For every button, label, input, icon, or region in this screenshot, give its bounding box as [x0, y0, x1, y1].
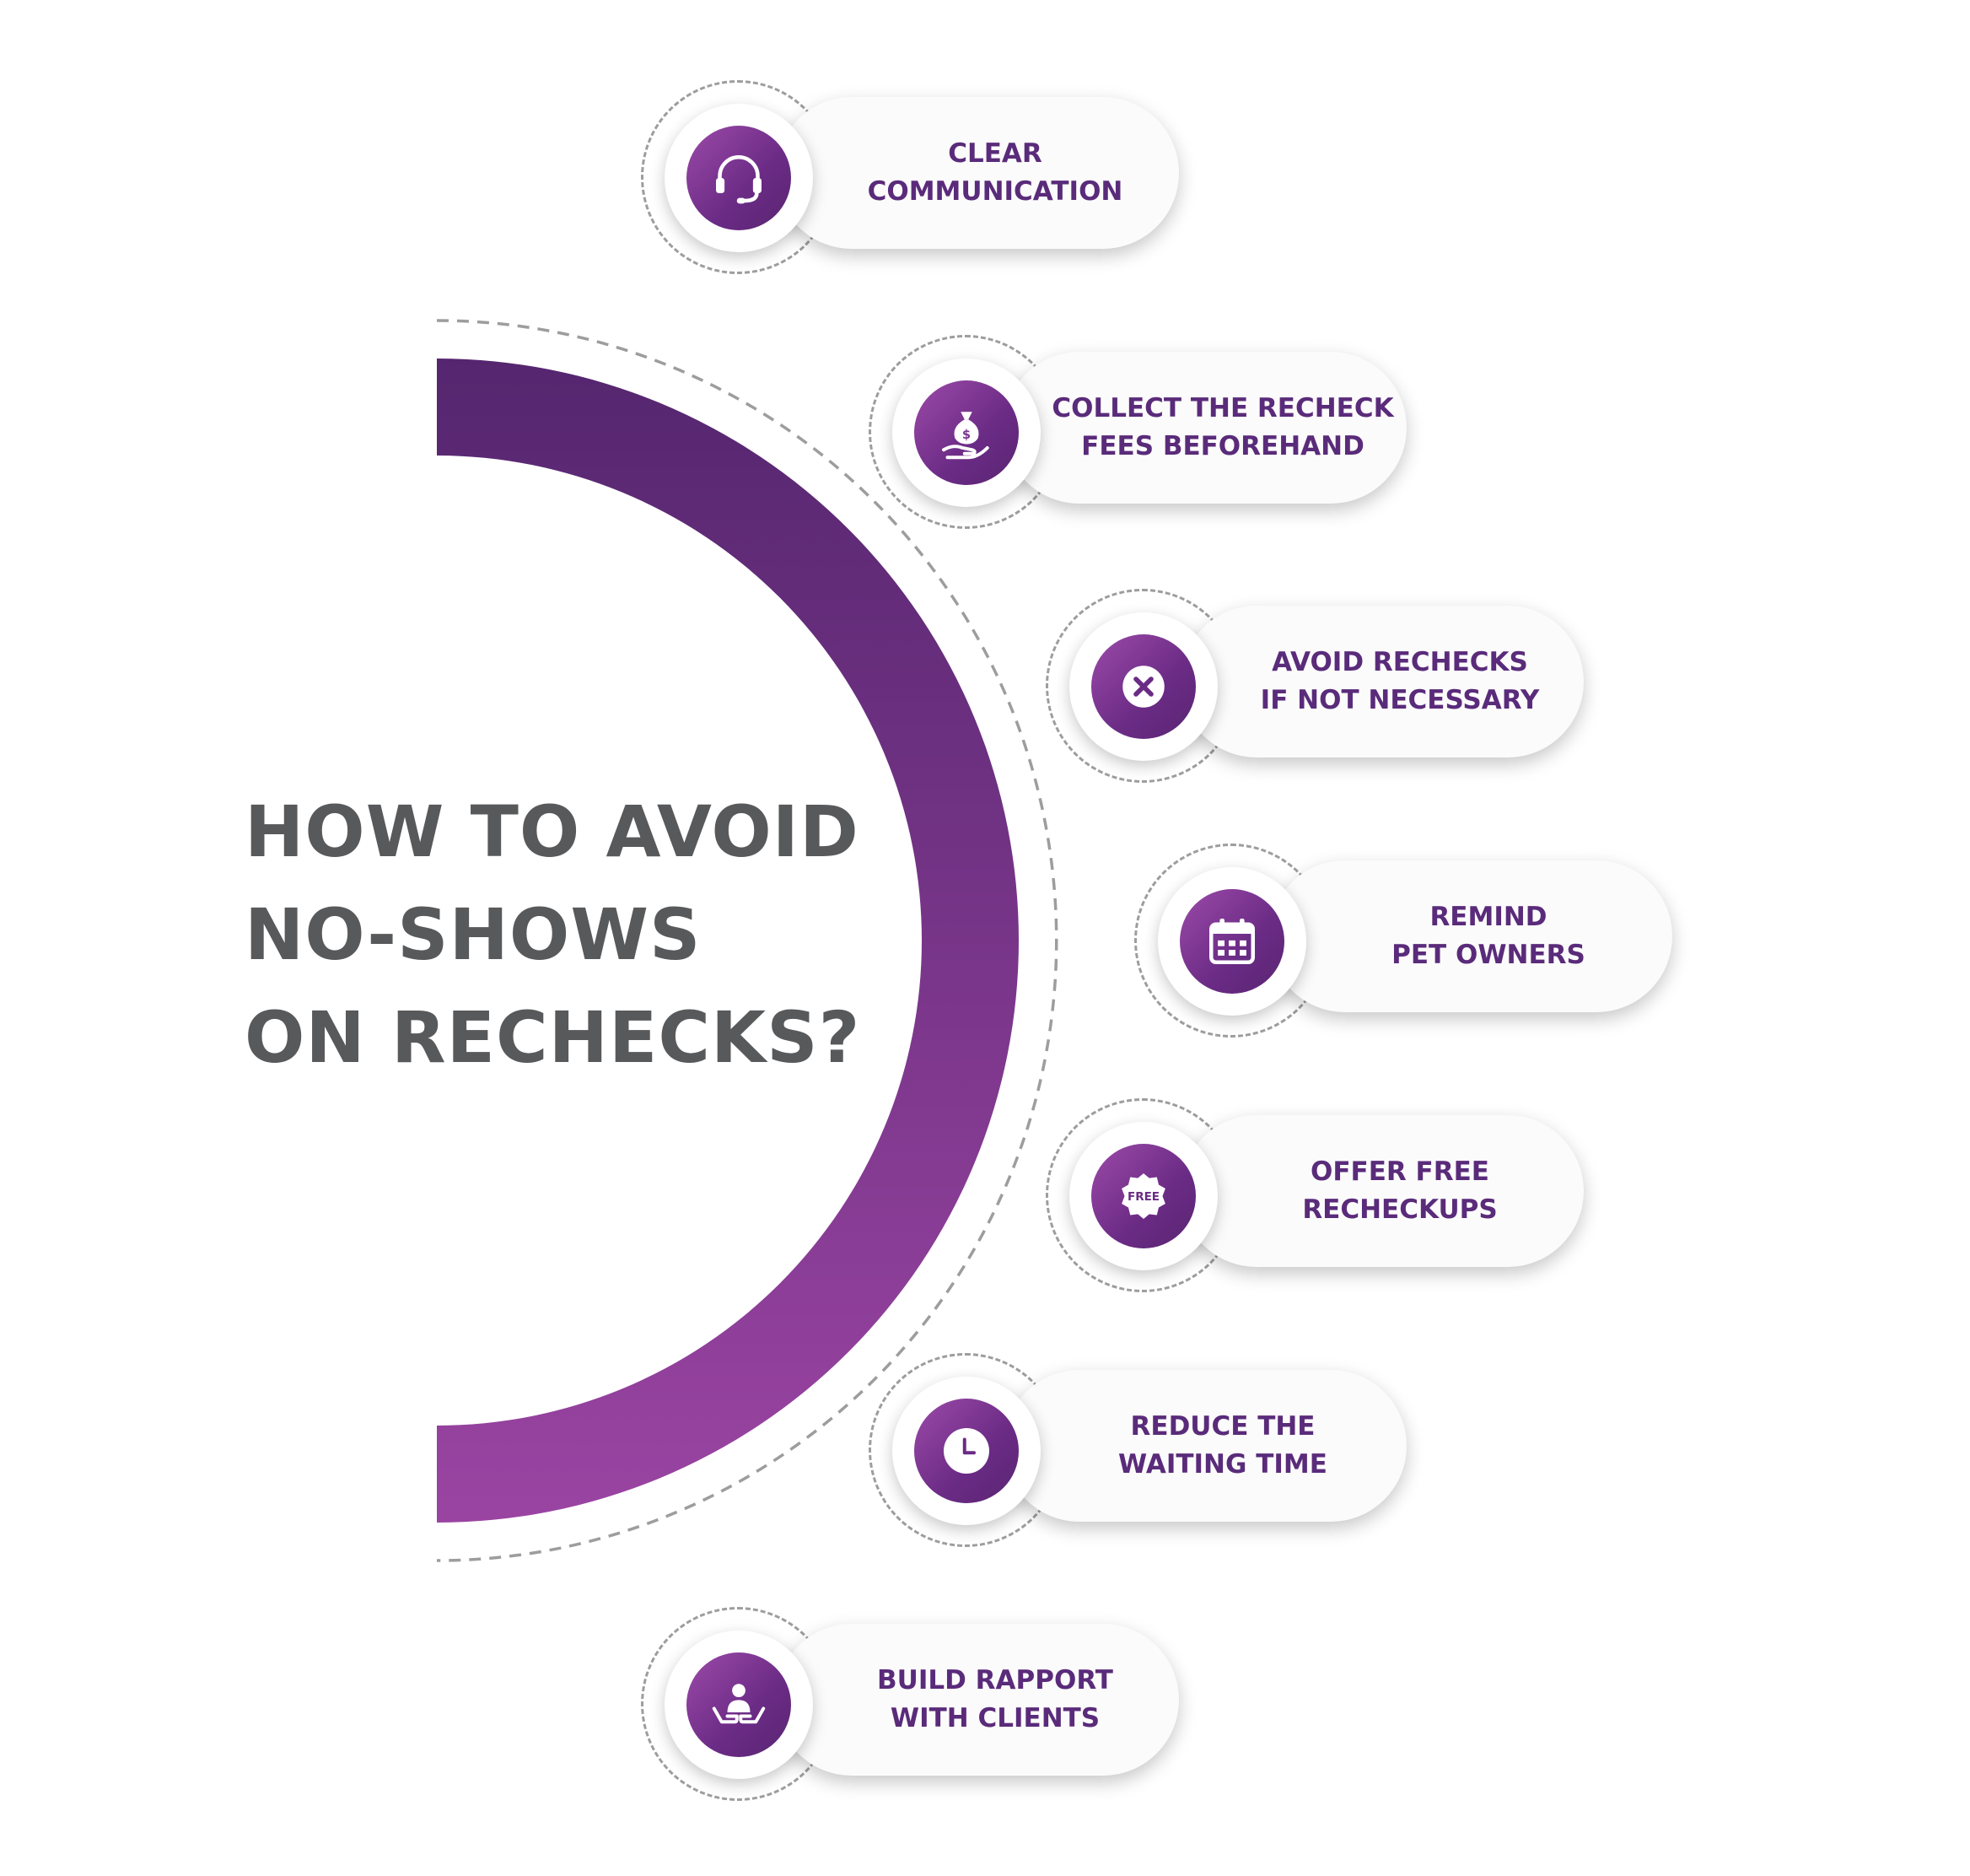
title-line-3: ON RECHECKS?	[245, 996, 861, 1079]
item-label: REMIND PET OWNERS	[1328, 860, 1649, 1012]
item-label-line-1: COLLECT THE RECHECK	[1052, 393, 1394, 423]
svg-text:$: $	[962, 428, 971, 442]
item-label-line-2: IF NOT NECESSARY	[1260, 685, 1540, 715]
list-item-reduce-waiting: REDUCE THE WAITING TIME	[869, 1353, 1476, 1564]
money-bag-hand-icon: $	[914, 380, 1019, 485]
item-label-line-1: CLEAR	[948, 138, 1042, 169]
item-label-line-2: COMMUNICATION	[867, 176, 1123, 207]
item-label-line-1: REDUCE THE	[1130, 1411, 1316, 1442]
clock-icon	[914, 1399, 1019, 1503]
list-item-avoid-rechecks: AVOID RECHECKS IF NOT NECESSARY	[1046, 589, 1653, 800]
item-label-line-2: WAITING TIME	[1118, 1449, 1327, 1480]
item-label: REDUCE THE WAITING TIME	[1063, 1370, 1383, 1522]
item-label: BUILD RAPPORT WITH CLIENTS	[835, 1624, 1155, 1776]
label-pill	[1004, 1370, 1407, 1522]
item-label-line-1: REMIND	[1429, 902, 1547, 932]
calendar-icon	[1180, 889, 1284, 994]
headset-icon	[686, 126, 791, 230]
item-label: AVOID RECHECKS IF NOT NECESSARY	[1240, 606, 1560, 757]
label-pill	[1181, 1115, 1584, 1267]
item-label: OFFER FREE RECHECKUPS	[1240, 1115, 1560, 1267]
list-item-remind-owners: REMIND PET OWNERS	[1134, 844, 1741, 1054]
item-label-line-1: BUILD RAPPORT	[877, 1665, 1113, 1695]
list-item-clear-communication: CLEAR COMMUNICATION	[641, 80, 1248, 291]
purple-half-ring	[437, 358, 1019, 1523]
label-pill	[1181, 606, 1584, 757]
list-item-offer-free: FREE OFFER FREE RECHECKUPS	[1046, 1098, 1653, 1309]
free-badge-text: FREE	[1128, 1190, 1160, 1204]
title-line-1: HOW TO AVOID	[245, 790, 859, 873]
item-label-line-2: RECHECKUPS	[1302, 1194, 1498, 1225]
item-label: COLLECT THE RECHECK FEES BEFOREHAND	[1052, 352, 1393, 504]
person-hands-icon	[686, 1652, 791, 1757]
label-pill	[776, 97, 1179, 249]
label-pill	[1269, 860, 1672, 1012]
free-badge-icon: FREE	[1091, 1144, 1196, 1248]
page-title: HOW TO AVOID NO-SHOWS ON RECHECKS?	[245, 780, 885, 1089]
title-line-2: NO-SHOWS	[245, 893, 702, 976]
list-item-build-rapport: BUILD RAPPORT WITH CLIENTS	[641, 1607, 1248, 1818]
item-label-line-2: WITH CLIENTS	[890, 1703, 1101, 1733]
item-label: CLEAR COMMUNICATION	[835, 97, 1155, 249]
item-label-line-1: OFFER FREE	[1311, 1156, 1489, 1187]
outer-dashed-arc	[436, 319, 1058, 1562]
item-label-line-2: PET OWNERS	[1391, 940, 1585, 970]
list-item-collect-fees: $ COLLECT THE RECHECK FEES BEFOREHAND	[869, 335, 1476, 546]
item-label-line-1: AVOID RECHECKS	[1272, 647, 1528, 677]
label-pill	[776, 1624, 1179, 1776]
item-label-line-2: FEES BEFOREHAND	[1081, 431, 1364, 461]
x-circle-icon	[1091, 634, 1196, 739]
label-pill	[1004, 352, 1407, 504]
